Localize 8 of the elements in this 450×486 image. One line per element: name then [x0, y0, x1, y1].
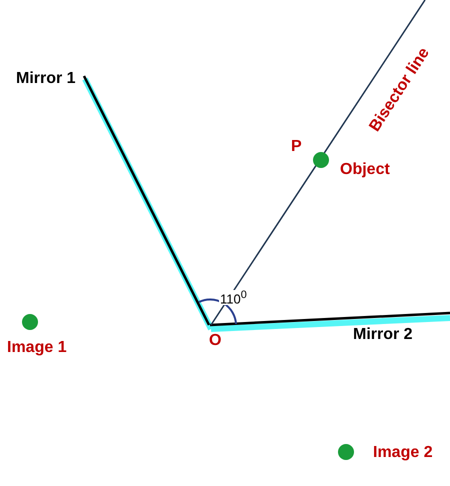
- text-label: Object: [340, 162, 390, 178]
- text-label: Mirror 1: [16, 71, 76, 87]
- text-label: Image 1: [7, 340, 67, 356]
- text-label: P: [291, 139, 302, 155]
- angle-label: 110$^{0}$: [219, 290, 248, 306]
- point-label: O: [209, 333, 222, 349]
- text-label: Mirror 2: [353, 327, 413, 343]
- text-label: Image 2: [373, 445, 433, 461]
